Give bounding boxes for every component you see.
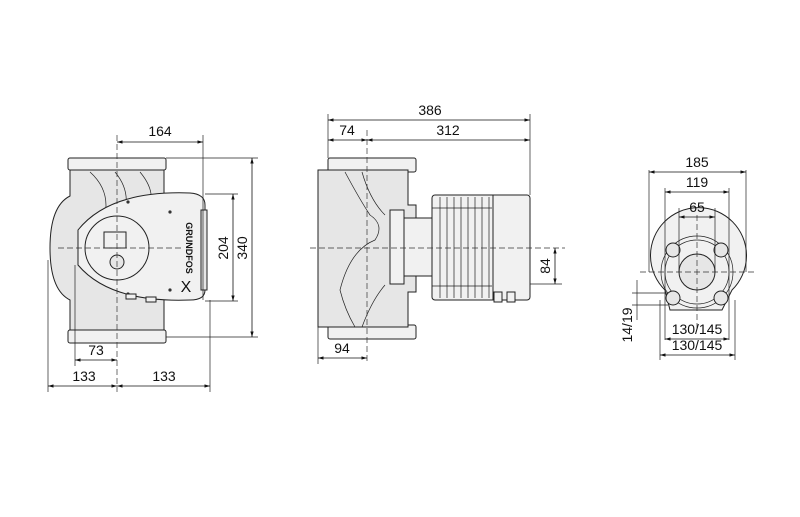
- dimension-65: 65: [689, 199, 705, 215]
- screw: [168, 288, 172, 292]
- bolt-hole: [665, 242, 681, 258]
- dimension-164: 164: [148, 123, 172, 139]
- control-box-edge: [200, 209, 208, 291]
- dimension-94: 94: [334, 340, 350, 356]
- grundfos-x-mark: X: [181, 279, 192, 296]
- shaft-housing: [403, 217, 435, 277]
- cable-gland: [493, 291, 503, 303]
- dimension-14-19: 14/19: [619, 307, 635, 342]
- dimension-130-145-outer: 130/145: [672, 337, 723, 353]
- dimension-133-left: 133: [72, 368, 96, 384]
- motor-stool: [389, 209, 405, 285]
- dimension-133-right: 133: [152, 368, 176, 384]
- dimension-386: 386: [418, 102, 442, 118]
- flange-view: 185 119 65 14/19 130/145 130/145: [619, 154, 755, 360]
- bolt-hole: [713, 290, 729, 306]
- dimension-340: 340: [234, 236, 250, 260]
- dimension-119: 119: [686, 174, 709, 190]
- screw: [126, 200, 130, 204]
- cable-gland: [125, 293, 137, 300]
- screw: [168, 210, 172, 214]
- dimension-130-145-inner: 130/145: [672, 321, 723, 337]
- display: [103, 231, 127, 249]
- dimension-74: 74: [339, 122, 355, 138]
- dimension-185: 185: [685, 154, 709, 170]
- motor: [431, 194, 531, 301]
- dimension-84: 84: [537, 258, 553, 274]
- cooling-fins: [432, 197, 492, 298]
- side-view: 386 74 312 84 94: [310, 102, 565, 364]
- dimension-204: 204: [215, 236, 231, 260]
- grundfos-logo: GRUNDFOS: [184, 222, 194, 274]
- cable-gland: [145, 296, 157, 303]
- dimension-312: 312: [436, 122, 460, 138]
- front-view: GRUNDFOS X 164 340 204 73 133 133: [47, 123, 258, 392]
- bolt-hole: [665, 290, 681, 306]
- dimension-73: 73: [88, 342, 104, 358]
- housing-contour: [339, 171, 386, 328]
- bolt-hole: [713, 242, 729, 258]
- cable-gland: [506, 291, 516, 303]
